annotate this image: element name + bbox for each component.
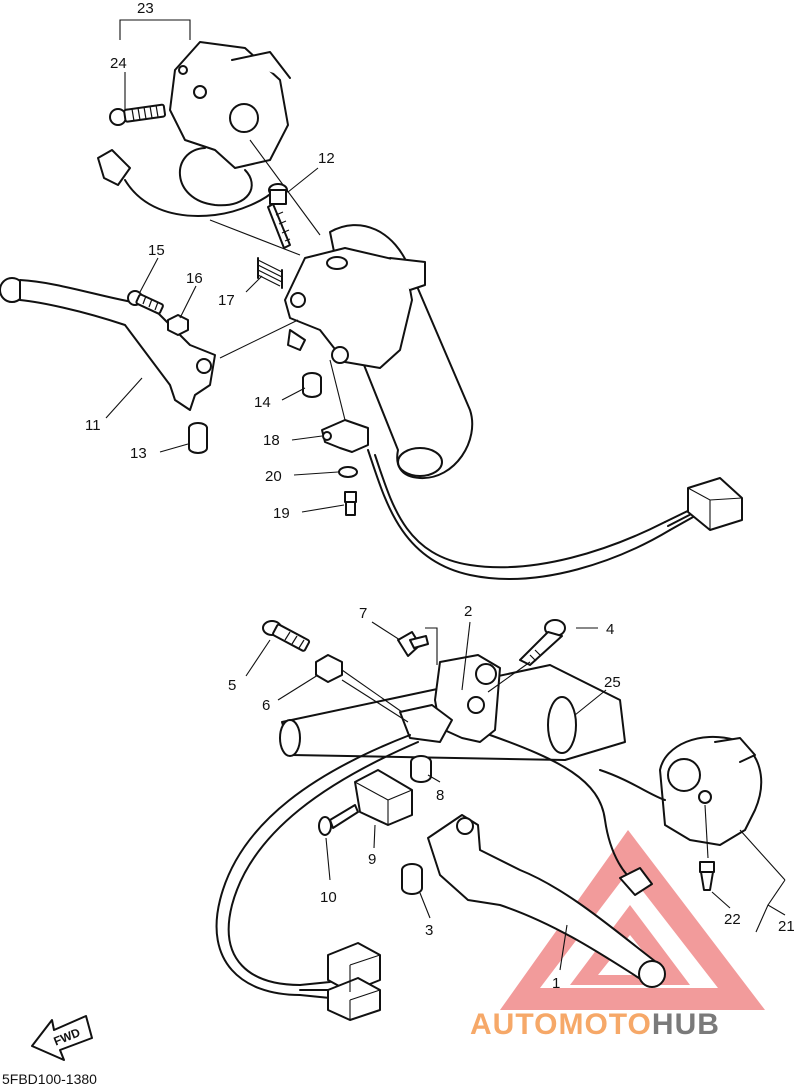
callout-9: 9 — [368, 851, 376, 868]
callout-1: 1 — [552, 975, 560, 992]
watermark-text-part2: HUB — [652, 1008, 720, 1041]
callout-2: 2 — [464, 603, 472, 620]
collar-3 — [401, 863, 423, 895]
callout-21: 21 — [778, 918, 795, 935]
callout-12: 12 — [318, 150, 335, 167]
callout-23: 23 — [137, 0, 154, 17]
screw-22 — [699, 861, 715, 891]
callout-7: 7 — [359, 605, 367, 622]
front-brake-lever-11 — [0, 277, 216, 411]
connector-lower-a — [327, 942, 381, 993]
callout-16: 16 — [186, 270, 203, 287]
collar-14 — [302, 372, 322, 398]
collar-13 — [188, 422, 208, 454]
callout-11: 11 — [85, 417, 101, 434]
callout-22: 22 — [724, 911, 741, 928]
callout-14: 14 — [254, 394, 271, 411]
callout-13: 13 — [130, 445, 147, 462]
callout-8: 8 — [436, 787, 444, 804]
callout-5: 5 — [228, 677, 236, 694]
grip-25 — [547, 696, 577, 754]
nut-16 — [167, 314, 189, 336]
screw-19 — [344, 491, 357, 516]
upper-assembly — [0, 41, 743, 580]
diagram-code: 5FBD100-1380 — [2, 1071, 97, 1087]
watermark-text: AUTOMOTOHUB — [470, 1008, 720, 1041]
nut-6 — [315, 654, 343, 683]
bolt-15 — [127, 290, 164, 315]
watermark-text-part1: AUTOMOTO — [470, 1008, 652, 1041]
callout-6: 6 — [262, 697, 270, 714]
callout-3: 3 — [425, 922, 433, 939]
left-switch-21 — [659, 735, 763, 846]
connector-upper — [687, 477, 743, 531]
bolt-5 — [262, 620, 311, 652]
bolt-4 — [519, 619, 566, 666]
callout-25: 25 — [604, 674, 621, 691]
callout-19: 19 — [273, 505, 290, 522]
callout-15: 15 — [148, 242, 165, 259]
fwd-arrow: FWD — [31, 1015, 93, 1061]
washer-20 — [338, 466, 358, 478]
spring-17 — [257, 257, 283, 289]
screw-24 — [109, 103, 167, 126]
callout-18: 18 — [263, 432, 280, 449]
collar-8 — [410, 755, 432, 783]
screw-7 — [397, 631, 429, 657]
brake-switch-18 — [321, 419, 369, 453]
callout-17: 17 — [218, 292, 235, 309]
screw-10 — [318, 804, 359, 836]
callout-24: 24 — [110, 55, 127, 72]
callout-labels: 23 24 12 15 16 17 11 13 14 18 20 19 2 7 … — [85, 0, 795, 992]
callout-20: 20 — [265, 468, 282, 485]
clutch-lever-1 — [427, 814, 666, 988]
callout-4: 4 — [606, 621, 614, 638]
bolt-12 — [267, 183, 291, 249]
leader-lines — [105, 19, 731, 971]
callout-10: 10 — [320, 889, 337, 906]
lower-assembly — [215, 619, 786, 1021]
